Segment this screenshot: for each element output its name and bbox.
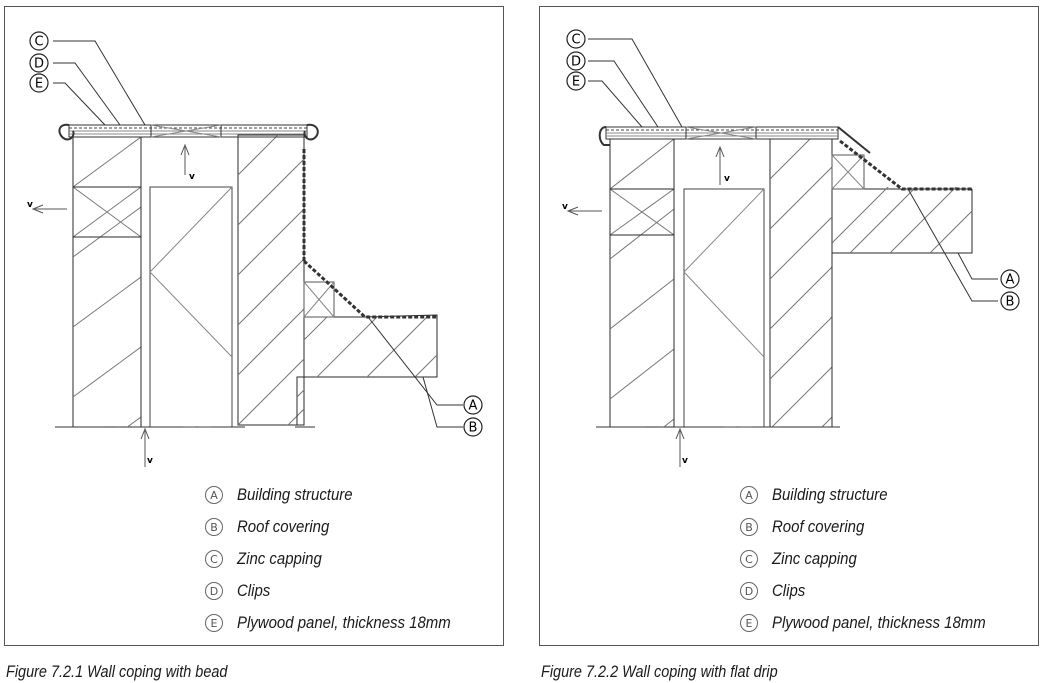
legend-label: Zinc capping (772, 549, 857, 568)
legend-item: B Roof covering (740, 511, 1030, 543)
legend-label: Roof covering (772, 517, 865, 536)
section-drawing-bead: C D E A B v v v (27, 31, 483, 467)
svg-text:D: D (34, 57, 44, 72)
legend-item: A Building structure (205, 479, 495, 511)
legend-item: A Building structure (740, 479, 1030, 511)
section-drawing-flat-drip: C D E A B v v v (562, 29, 1020, 467)
legend-item: C Zinc capping (205, 543, 495, 575)
figure-caption: Figure 7.2.1 Wall coping with bead (6, 662, 228, 681)
svg-text:E: E (35, 77, 43, 92)
legend-badge: C (740, 550, 758, 568)
callout-b: B (463, 417, 483, 437)
view-marker-bottom: v (147, 456, 153, 466)
view-marker-top: v (724, 174, 730, 184)
figure-caption: Figure 7.2.2 Wall coping with flat drip (541, 662, 778, 681)
legend-badge: A (205, 486, 223, 504)
legend-badge: D (205, 582, 223, 600)
legend-badge: B (205, 518, 223, 536)
callout-d: D (29, 53, 49, 73)
legend: A Building structure B Roof covering C Z… (205, 479, 495, 639)
svg-text:D: D (571, 55, 581, 70)
svg-text:C: C (34, 35, 43, 50)
view-marker-bottom: v (682, 456, 688, 466)
callout-b: B (1000, 291, 1020, 311)
legend-badge: B (740, 518, 758, 536)
svg-text:C: C (571, 33, 580, 48)
callout-c: C (29, 31, 49, 51)
callout-e: E (29, 73, 49, 93)
legend-badge: E (740, 614, 758, 632)
legend-label: Clips (772, 581, 806, 600)
legend-label: Building structure (772, 485, 888, 504)
legend-label: Clips (237, 581, 271, 600)
figure-panel-wall-coping-with-bead: C D E A B v v v A Building structure B R… (4, 6, 504, 646)
view-marker-side: v (562, 202, 568, 212)
figure-panel-wall-coping-with-flat-drip: C D E A B v v v A Building structure B R… (539, 6, 1039, 646)
view-marker-side: v (27, 200, 33, 210)
legend-label: Roof covering (237, 517, 330, 536)
callout-c: C (566, 29, 586, 49)
legend-label: Plywood panel, thickness 18mm (772, 613, 986, 632)
legend-label: Building structure (237, 485, 353, 504)
legend-item: D Clips (740, 575, 1030, 607)
legend-badge: C (205, 550, 223, 568)
legend-item: E Plywood panel, thickness 18mm (205, 607, 495, 639)
legend-badge: E (205, 614, 223, 632)
svg-text:B: B (1006, 295, 1015, 310)
legend-item: D Clips (205, 575, 495, 607)
legend-badge: A (740, 486, 758, 504)
legend-label: Plywood panel, thickness 18mm (237, 613, 451, 632)
legend-item: E Plywood panel, thickness 18mm (740, 607, 1030, 639)
callout-d: D (566, 51, 586, 71)
svg-text:E: E (572, 75, 580, 90)
callout-a: A (463, 395, 483, 415)
legend-label: Zinc capping (237, 549, 322, 568)
callout-e: E (566, 71, 586, 91)
legend-item: C Zinc capping (740, 543, 1030, 575)
legend-item: B Roof covering (205, 511, 495, 543)
svg-text:A: A (469, 399, 478, 414)
svg-text:B: B (469, 421, 478, 436)
svg-text:A: A (1006, 273, 1015, 288)
legend-badge: D (740, 582, 758, 600)
legend: A Building structure B Roof covering C Z… (740, 479, 1030, 639)
callout-a: A (1000, 269, 1020, 289)
view-marker-top: v (189, 172, 195, 182)
